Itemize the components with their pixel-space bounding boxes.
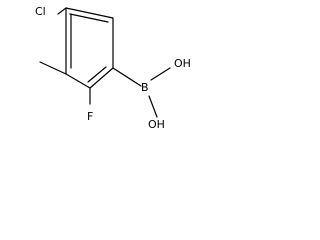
bond-cl — [57, 7, 67, 15]
atom-label-oh-top: OH — [174, 57, 191, 70]
bond-b-oh-bottom — [148, 95, 158, 118]
ring-bond-bottom-right-inner — [87, 66, 107, 83]
ring-bond-top — [65, 7, 114, 19]
atom-label-oh-bottom: OH — [148, 118, 165, 131]
atom-label-b: B — [141, 81, 149, 94]
atom-label-f: F — [87, 110, 93, 123]
bond-methyl — [39, 61, 67, 75]
ring-bond-top-inner — [69, 13, 109, 23]
ring-bond-bottom-left — [65, 73, 91, 89]
bond-b-oh-top — [150, 67, 171, 81]
bond-b — [112, 67, 142, 87]
molecule-structure: Cl B F OH OH — [35, 5, 191, 131]
atom-label-cl: Cl — [35, 5, 46, 18]
ring-bond-bottom-right — [89, 67, 114, 89]
